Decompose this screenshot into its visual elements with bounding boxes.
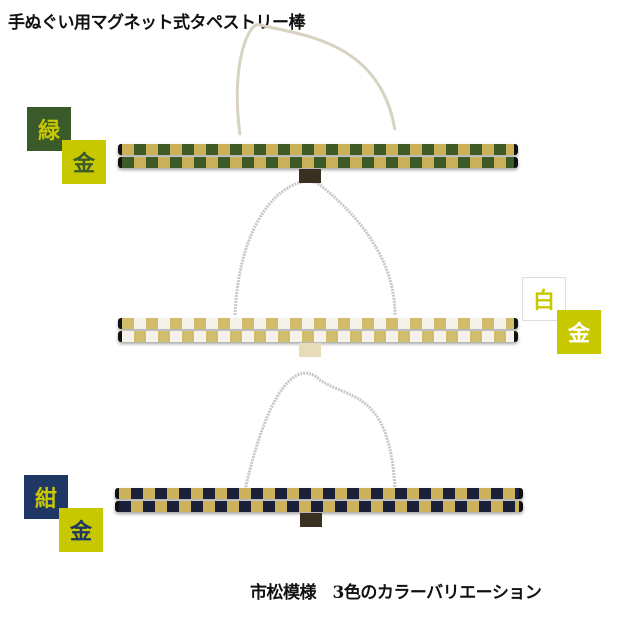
magnet-clasp <box>300 513 322 527</box>
rod-white <box>118 318 518 329</box>
color-label-gold: 金 <box>62 140 106 184</box>
rod-green <box>118 144 518 155</box>
product-title: 手ぬぐい用マグネット式タペストリー棒 <box>8 13 306 33</box>
color-label-gold: 金 <box>557 310 601 354</box>
caption: 市松模様 3色のカラーバリエーション <box>250 583 542 603</box>
color-label-gold: 金 <box>59 508 103 552</box>
rod-green <box>118 157 518 168</box>
cord-navy <box>243 371 397 491</box>
cord-white <box>233 179 397 316</box>
color-label-white: 白 <box>522 277 566 321</box>
rod-navy <box>115 501 523 512</box>
rod-navy <box>115 488 523 499</box>
cord-green <box>235 23 397 136</box>
magnet-clasp <box>299 169 321 183</box>
rod-white <box>118 331 518 342</box>
magnet-clasp <box>299 343 321 357</box>
